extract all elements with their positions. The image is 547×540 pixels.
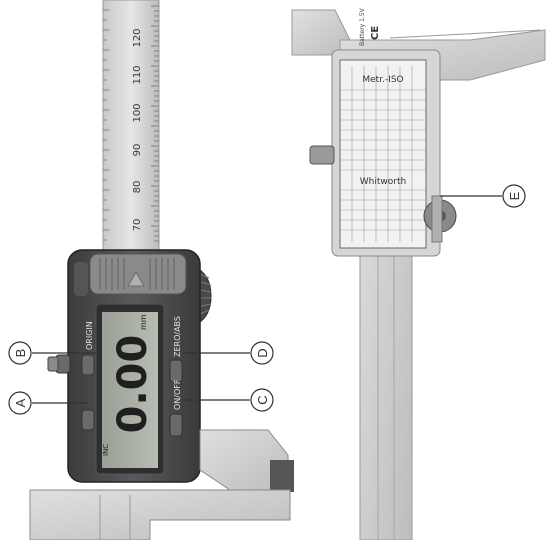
callouts [32,195,502,404]
ruler-ticks [103,5,159,242]
battery-label: Battery 1.5V [359,7,366,46]
scale-number-110: 110 [132,65,143,84]
grip-cap [89,253,187,295]
on-off-button[interactable] [169,413,183,437]
origin-label: ORIGIN [85,321,94,350]
inc-button[interactable] [81,409,95,431]
scale-number-100: 100 [132,103,143,122]
ce-mark: CE [370,26,381,40]
callout-c-letter: C [255,395,270,404]
lcd-unit-label: mm [139,314,148,330]
callout-e-letter: E [507,191,522,200]
scale-number-80: 80 [132,181,143,194]
lcd-reading: 0.00 [110,335,156,434]
on-off-label: ON/OFF [173,379,182,410]
zero-abs-label: ZERO/ABS [173,316,182,357]
callout-b: B [8,341,32,365]
callout-c: C [250,388,274,412]
side-screw[interactable] [309,145,335,165]
callout-d: D [250,341,274,365]
left-caliper: 120 110 100 90 80 70 0.00 mm INC ORIGIN [29,0,294,540]
whitworth-table-title: Whitworth [360,177,406,187]
lcd-screen [102,312,158,468]
lower-jaw [29,489,291,540]
scale-number-70: 70 [132,219,143,232]
callout-a: A [8,391,32,415]
lcd-inc-label: INC [102,444,110,456]
origin-button[interactable] [81,354,95,376]
callout-a-letter: A [13,398,28,407]
label-plate [339,59,427,249]
callout-b-letter: B [13,349,28,358]
arrow-icon [127,270,145,287]
scale-number-90: 90 [132,144,143,157]
ruler-beam [102,0,160,253]
callout-d-letter: D [255,348,270,357]
callout-e: E [502,184,526,208]
metric-table-title: Metr.-ISO [362,75,403,85]
scale-number-120: 120 [132,28,143,47]
zero-abs-button[interactable] [169,359,183,383]
right-caliper: Metr.-ISO Whitworth Battery 1.5V CE [291,7,546,540]
